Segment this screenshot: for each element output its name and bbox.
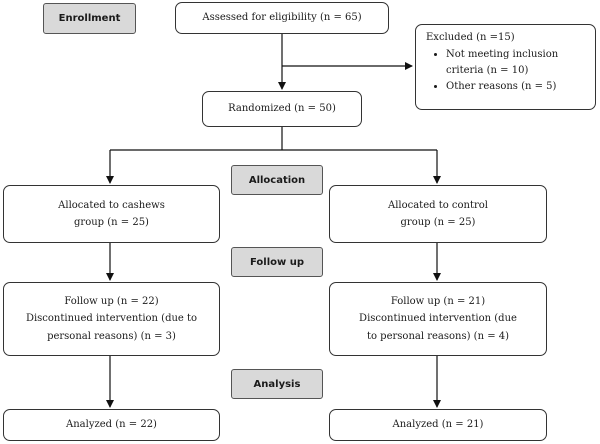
- randomized-box: Randomized (n = 50): [202, 91, 362, 127]
- right-followup-line: Follow up (n = 21): [390, 295, 486, 307]
- right-followup-box: Follow up (n = 21) Discontinued interven…: [329, 282, 547, 356]
- stage-enrollment: Enrollment: [43, 3, 136, 34]
- right-allocation-box: Allocated to control group (n = 25): [329, 185, 547, 243]
- left-analyzed-box: Analyzed (n = 22): [3, 409, 220, 441]
- left-allocation-line: group (n = 25): [74, 217, 149, 228]
- left-analyzed-text: Analyzed (n = 22): [66, 419, 157, 431]
- stage-analysis: Analysis: [231, 369, 323, 399]
- stage-allocation: Allocation: [231, 165, 323, 195]
- left-followup-line: personal reasons) (n = 3): [47, 330, 176, 342]
- excluded-reasons-list: Not meeting inclusion criteria (n = 10) …: [426, 47, 585, 95]
- stage-follow-up: Follow up: [231, 247, 323, 277]
- right-analyzed-text: Analyzed (n = 21): [392, 419, 484, 431]
- left-followup-line: Follow up (n = 22): [64, 295, 159, 307]
- right-analyzed-box: Analyzed (n = 21): [329, 409, 547, 441]
- left-followup-line: Discontinued intervention (due to: [25, 313, 198, 325]
- randomized-text: Randomized (n = 50): [228, 103, 336, 115]
- left-allocation-line: Allocated to cashews: [58, 199, 165, 211]
- excluded-box: Excluded (n =15) Not meeting inclusion c…: [415, 24, 596, 110]
- right-allocation-line: Allocated to control: [387, 199, 488, 211]
- right-allocation-line: group (n = 25): [400, 217, 476, 228]
- excluded-reason: Not meeting inclusion criteria (n = 10): [446, 47, 585, 79]
- right-followup-line: to personal reasons) (n = 4): [366, 330, 510, 342]
- left-followup-box: Follow up (n = 22) Discontinued interven…: [3, 282, 220, 356]
- excluded-title: Excluded (n =15): [426, 32, 515, 43]
- excluded-reason: Other reasons (n = 5): [446, 79, 585, 95]
- left-allocation-box: Allocated to cashews group (n = 25): [3, 185, 220, 243]
- right-followup-line: Discontinued intervention (due: [359, 313, 517, 325]
- assessed-text: Assessed for eligibility (n = 65): [202, 12, 362, 24]
- assessed-box: Assessed for eligibility (n = 65): [175, 2, 389, 34]
